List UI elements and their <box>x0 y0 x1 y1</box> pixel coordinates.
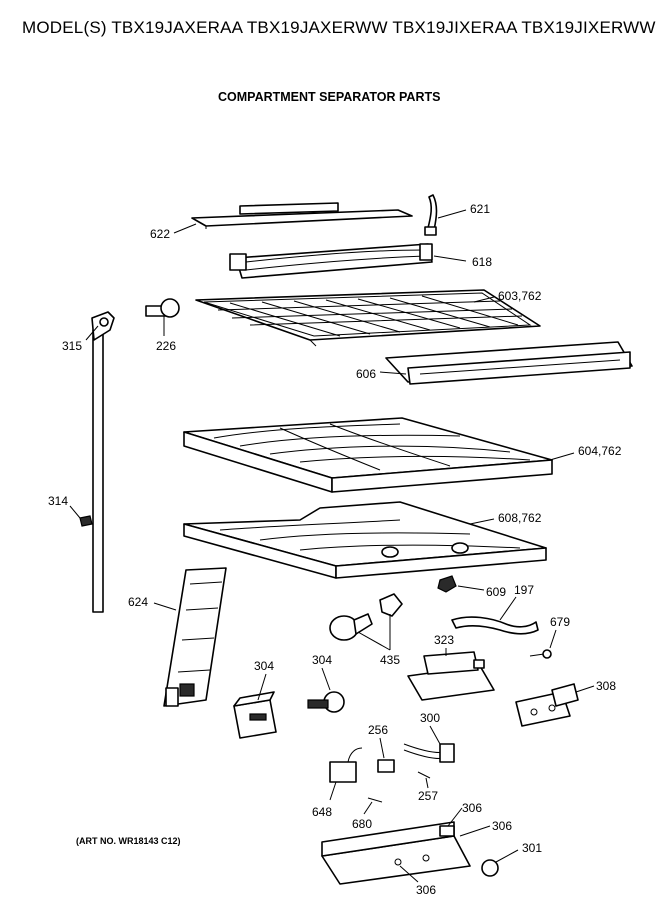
callout-609: 609 <box>486 585 506 599</box>
part-435-socket <box>379 593 403 617</box>
callout-304-b: 304 <box>312 653 332 667</box>
part-300-switch <box>403 743 455 763</box>
callout-304-a: 304 <box>254 659 274 673</box>
callout-680: 680 <box>352 817 372 831</box>
part-301-knob <box>481 859 499 877</box>
callout-197: 197 <box>514 583 534 597</box>
part-606-rail <box>385 341 633 385</box>
art-number: (ART NO. WR18143 C12) <box>76 836 181 846</box>
part-308-bracket <box>515 683 579 727</box>
callout-314: 314 <box>48 494 68 508</box>
part-314-clip <box>79 515 93 527</box>
section-title: COMPARTMENT SEPARATOR PARTS <box>218 90 441 104</box>
callout-306-a: 306 <box>462 801 482 815</box>
callout-622: 622 <box>150 227 170 241</box>
callout-621: 621 <box>470 202 490 216</box>
callout-301: 301 <box>522 841 542 855</box>
part-618-damper <box>229 243 433 279</box>
callout-306-b: 306 <box>492 819 512 833</box>
part-621-wire <box>424 194 438 236</box>
part-257-screw <box>417 771 431 779</box>
part-435-bulb <box>329 613 373 641</box>
callout-608: 608,762 <box>498 511 542 525</box>
callout-606: 606 <box>356 367 376 381</box>
callout-323: 323 <box>434 633 454 647</box>
part-256-switch <box>377 759 395 773</box>
callout-679: 679 <box>550 615 570 629</box>
callout-603: 603,762 <box>498 289 542 303</box>
callout-256: 256 <box>368 723 388 737</box>
callout-257: 257 <box>418 789 438 803</box>
part-604-tray <box>183 417 553 493</box>
part-304-box <box>233 691 277 739</box>
part-609-clip <box>437 575 457 593</box>
callout-226: 226 <box>156 339 176 353</box>
part-603-shelf <box>195 289 541 347</box>
part-624-duct <box>163 567 227 707</box>
part-197-bracket <box>451 616 539 635</box>
part-306-housing <box>321 821 471 885</box>
part-315-rod <box>91 311 115 613</box>
callout-306-c: 306 <box>416 883 436 897</box>
part-680-screw <box>367 797 383 803</box>
part-622-cover <box>191 202 413 229</box>
callout-624: 624 <box>128 595 148 609</box>
callout-435: 435 <box>380 653 400 667</box>
callout-300: 300 <box>420 711 440 725</box>
part-304-dial <box>307 691 345 713</box>
part-608-tray <box>183 501 547 579</box>
part-648-motor <box>329 747 363 783</box>
part-679-screw <box>529 649 552 659</box>
callout-308: 308 <box>596 679 616 693</box>
callout-315: 315 <box>62 339 82 353</box>
part-226-knob <box>145 298 180 318</box>
model-numbers-header: MODEL(S) TBX19JAXERAA TBX19JAXERWW TBX19… <box>22 18 656 37</box>
part-323-housing <box>407 651 495 701</box>
callout-604: 604,762 <box>578 444 622 458</box>
callout-labels: 622 621 618 603,762 315 226 606 604,762 … <box>48 202 622 897</box>
callout-leaders <box>69 209 595 883</box>
callout-618: 618 <box>472 255 492 269</box>
callout-648: 648 <box>312 805 332 819</box>
